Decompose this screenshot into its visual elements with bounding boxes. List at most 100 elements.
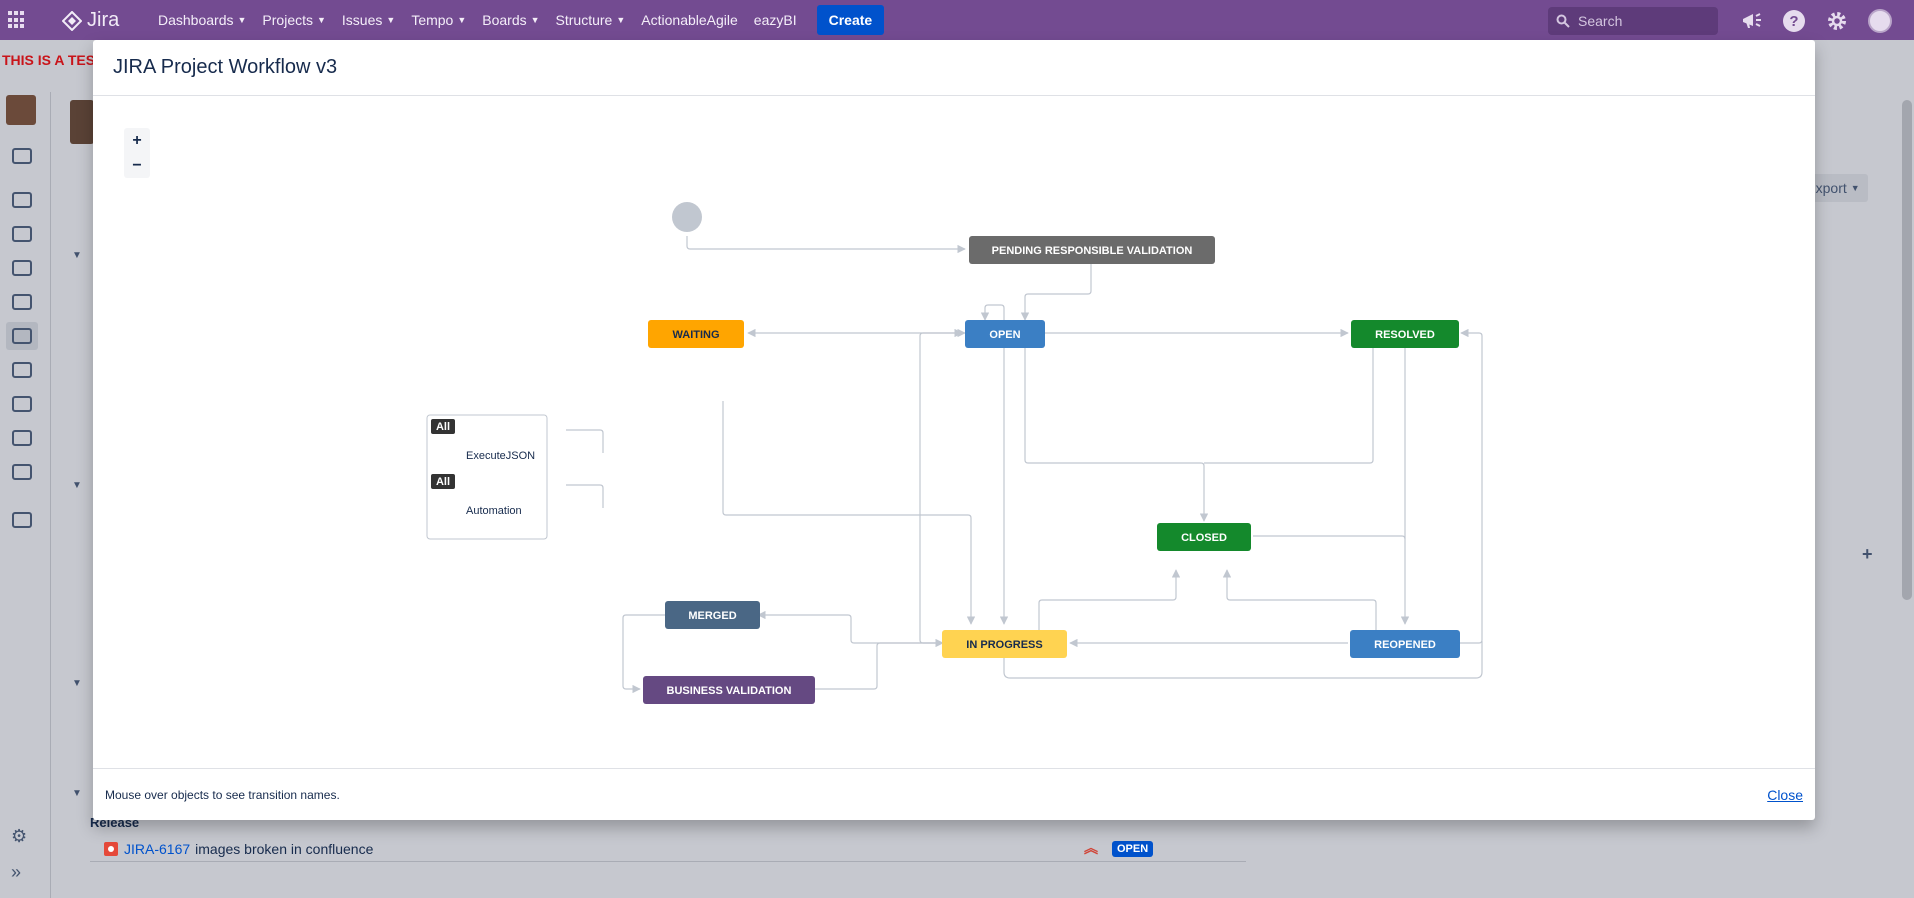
status-node-reopened[interactable]: REOPENED	[1350, 630, 1460, 658]
nav-item-tempo[interactable]: Tempo▼	[411, 12, 466, 28]
nav-item-projects[interactable]: Projects▼	[262, 12, 326, 28]
page-scrollbar[interactable]	[1902, 100, 1912, 600]
footer-hint: Mouse over objects to see transition nam…	[105, 787, 340, 802]
sidebar-releases-icon[interactable]	[12, 260, 32, 276]
workflow-start-node[interactable]	[672, 202, 702, 232]
nav-item-structure[interactable]: Structure▼	[556, 12, 626, 28]
notifications-icon[interactable]	[1740, 9, 1764, 33]
help-icon[interactable]: ?	[1782, 9, 1806, 33]
transition-reopened-close	[1222, 569, 1377, 630]
transition-bv-progress	[815, 638, 944, 690]
profile-avatar[interactable]	[1868, 9, 1892, 33]
sidebar-apps-icon[interactable]	[12, 464, 32, 480]
sidebar-link-icon[interactable]	[12, 512, 32, 528]
status-node-label: IN PROGRESS	[966, 639, 1042, 651]
status-node-resolved[interactable]: RESOLVED	[1351, 320, 1459, 348]
status-node-closed[interactable]: CLOSED	[1157, 523, 1251, 551]
jira-logo[interactable]: Jira	[62, 9, 119, 32]
all-badge-label: All	[436, 421, 450, 433]
settings-gear-icon[interactable]	[1825, 9, 1849, 33]
expand-sidebar-icon[interactable]: »	[11, 862, 22, 882]
sidebar-backlog-icon[interactable]	[12, 192, 32, 208]
transition-open-close	[1024, 346, 1209, 522]
transition-lines	[437, 236, 1483, 694]
sidebar-board-icon[interactable]	[12, 226, 32, 242]
transition-merge	[757, 610, 943, 644]
all-badge	[431, 474, 455, 489]
all-badge-label: All	[436, 476, 450, 488]
project-settings-gear-icon[interactable]: ⚙	[11, 826, 28, 846]
status-node-box	[648, 320, 744, 348]
zoom-out-button[interactable]: −	[132, 156, 142, 174]
search-input[interactable]: Search	[1548, 7, 1718, 35]
global-transition-label: Automation	[466, 505, 522, 517]
issue-row[interactable]: JIRA-6167 images broken in confluence ︽ …	[90, 836, 1246, 862]
jira-logo-icon	[62, 10, 82, 31]
dialog-footer: Mouse over objects to see transition nam…	[93, 768, 1815, 820]
status-node-label: RESOLVED	[1375, 329, 1435, 341]
nav-item-label: Tempo	[411, 12, 454, 28]
status-node-waiting[interactable]: WAITING	[648, 320, 744, 348]
issue-summary: images broken in confluence	[195, 840, 374, 857]
nav-item-label: Projects	[262, 12, 313, 28]
bug-issue-type-icon	[104, 841, 118, 856]
chevron-down-icon: ▼	[616, 15, 626, 25]
global-transitions-box	[426, 414, 548, 540]
sidebar-reports-icon[interactable]	[12, 294, 32, 310]
logo-text: Jira	[87, 9, 120, 31]
sidebar-checklist-icon[interactable]	[12, 430, 32, 446]
status-node-open[interactable]: OPEN	[965, 320, 1045, 348]
all-badge	[431, 419, 455, 434]
nav-item-label: Dashboards	[158, 12, 234, 28]
search-placeholder: Search	[1578, 13, 1623, 29]
status-node-inprogress[interactable]: IN PROGRESS	[942, 630, 1067, 658]
add-icon[interactable]: +	[1862, 544, 1873, 564]
create-button[interactable]: Create	[816, 5, 885, 35]
nav-item-dashboards[interactable]: Dashboards▼	[158, 12, 246, 28]
section-chevron-icon[interactable]: ▼	[72, 678, 82, 689]
export-label: Export	[1806, 180, 1847, 196]
sidebar-tempo-icon[interactable]	[12, 396, 32, 412]
sidebar-divider	[50, 92, 51, 898]
app-switcher-icon[interactable]	[8, 11, 26, 29]
status-node-box	[665, 601, 760, 629]
sidebar-components-icon[interactable]	[12, 362, 32, 378]
close-button[interactable]: Close	[1767, 786, 1803, 803]
nav-item-actionableagile[interactable]: ActionableAgile	[641, 12, 738, 28]
nav-item-eazybi[interactable]: eazyBI	[754, 12, 797, 28]
dialog-header: JIRA Project Workflow v3	[93, 40, 1815, 96]
workflow-dialog: JIRA Project Workflow v3 + −	[93, 40, 1815, 820]
section-chevron-icon[interactable]: ▼	[72, 250, 82, 261]
section-chevron-icon[interactable]: ▼	[72, 788, 82, 799]
sidebar-roadmap-icon[interactable]	[12, 148, 32, 164]
section-chevron-icon[interactable]: ▼	[72, 480, 82, 491]
transition-merged-bv	[622, 614, 665, 694]
chevron-down-icon: ▼	[457, 15, 467, 25]
status-node-label: REOPENED	[1374, 639, 1436, 651]
zoom-in-button[interactable]: +	[132, 131, 142, 149]
highest-priority-icon: ︽	[1084, 840, 1098, 856]
status-node-label: BUSINESS VALIDATION	[667, 685, 792, 697]
transition-progress-close	[1038, 569, 1181, 630]
dialog-title: JIRA Project Workflow v3	[113, 56, 338, 78]
status-node-business[interactable]: BUSINESS VALIDATION	[643, 676, 815, 704]
project-avatar[interactable]	[6, 95, 36, 125]
nav-item-label: Structure	[555, 12, 613, 28]
status-node-label: OPEN	[989, 329, 1020, 341]
nav-item-issues[interactable]: Issues▼	[342, 12, 395, 28]
nav-item-boards[interactable]: Boards▼	[482, 12, 539, 28]
status-node-box	[1350, 630, 1460, 658]
status-node-merged[interactable]: MERGED	[665, 601, 760, 629]
status-node-label: PENDING RESPONSIBLE VALIDATION	[992, 245, 1193, 257]
issue-key-link[interactable]: JIRA-6167	[124, 840, 191, 857]
status-node-box	[1157, 523, 1251, 551]
transition-open-loop	[980, 304, 1005, 321]
sidebar-issues-icon[interactable]	[12, 328, 32, 344]
status-node-pending[interactable]: PENDING RESPONSIBLE VALIDATION	[969, 236, 1215, 264]
transition-closed-reopen	[1253, 535, 1406, 540]
status-node-box	[969, 236, 1215, 264]
